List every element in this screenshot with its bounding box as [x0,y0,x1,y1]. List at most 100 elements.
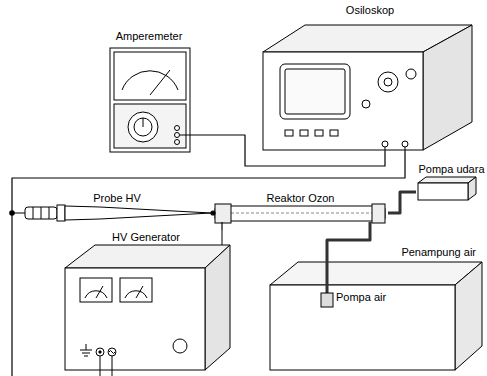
oscilloscope-part [405,147,406,151]
hv-generator-part [125,291,147,298]
device-label: Probe HV [22,192,212,205]
device-label: Pompa air [320,290,395,304]
device-label: HV Generator [60,230,232,244]
ground-wire-part [211,211,215,215]
water-tank-box: Penampung airPompa air [266,244,484,373]
oscilloscope-part [423,25,472,150]
hv-probe-part [57,205,65,221]
probe-cable [12,151,405,213]
hv-generator-part [112,356,113,376]
hv-probe-part [33,207,34,219]
water-pump [321,290,333,307]
amperemeter-symbol-part [175,133,180,138]
hv-generator-part [82,353,90,354]
device-label: Pompa udara [416,162,487,176]
water-pump-box: Pompa air [320,290,395,310]
water-tank-part [270,262,482,285]
air-pump-part [468,177,476,200]
ozone-reactor [215,204,385,223]
air-hose [388,192,416,213]
water-tank [270,262,482,370]
signal-wire [194,135,385,166]
device-label: Amperemeter [104,28,194,43]
amperemeter-symbol-part [143,118,144,127]
hv-probe-part [25,207,57,219]
oscilloscope-box: Osiloskop [262,3,478,151]
hv-generator-part [222,230,223,245]
water-tank-part [455,262,482,370]
ozone-reactor-part [215,206,385,221]
amperemeter-box: Amperemeter [104,28,194,153]
amperemeter-symbol [110,48,194,152]
hv-generator [65,230,230,376]
air-pump-part [418,183,468,200]
generator-box: HV Generator [60,230,232,373]
oscilloscope [263,25,472,151]
hv-generator-part [109,351,115,354]
ozone-reactor-part [231,213,372,214]
hv-generator-part [96,286,103,298]
hv-generator-part [65,268,205,370]
hv-generator-part [100,356,101,376]
hv-generator-part [80,278,112,302]
device-label: Osiloskop [262,3,478,17]
amperemeter-symbol-part [150,70,170,95]
ozone-reactor-part [215,204,231,223]
oscilloscope-part [330,130,338,136]
amperemeter-symbol-part [122,71,178,90]
hv-probe-part [41,207,42,219]
ground-wire-part [11,213,12,376]
oscilloscope-part [362,100,370,108]
hv-probe-part [49,207,50,219]
water-tank-part [270,285,455,370]
device-label: Penampung air [266,244,484,259]
hv-generator-part [136,286,143,298]
hv-contact [212,212,213,213]
hv-generator-part [99,351,101,353]
amperemeter-symbol-part [134,118,152,136]
oscilloscope-part [402,141,408,147]
oscilloscope-part [300,130,308,136]
oscilloscope-part [280,64,350,119]
hv-wire [221,222,222,230]
amperemeter-symbol-part [110,48,190,152]
ozone-reactor-part [372,204,385,223]
water-pump-part [321,293,333,307]
hv-generator-part [84,356,88,357]
hv-generator-part [80,350,92,351]
amperemeter-symbol-part [180,135,194,136]
air-pump-box: Pompa udara [416,162,487,202]
hv-probe [22,205,211,221]
oscilloscope-part [385,147,386,151]
oscilloscope-part [382,141,388,147]
oscilloscope-part [285,69,345,114]
oscilloscope-part [406,69,416,79]
hv-generator-part [173,339,187,353]
probe-box: Probe HV [22,192,212,222]
device-label: Reaktor Ozon [213,192,388,205]
air-pump [418,177,476,200]
oscilloscope-part [384,78,392,86]
amperemeter-symbol-part [114,104,186,148]
air-pump-part [418,177,476,183]
hv-generator-part [120,278,152,302]
water-hose [327,222,370,290]
amperemeter-symbol-part [114,52,186,100]
hv-generator-part [108,348,116,356]
hv-generator-part [86,344,87,350]
amperemeter-symbol-part [175,126,180,131]
amperemeter-symbol-part [128,112,158,142]
hv-generator-part [85,291,107,298]
hv-generator-part [96,348,104,356]
hv-probe-part [65,206,211,220]
hv-generator-part [205,245,230,370]
reactor-box: Reaktor Ozon [213,192,388,222]
oscilloscope-part [285,130,293,136]
oscilloscope-part [315,130,323,136]
oscilloscope-part [263,52,423,150]
oscilloscope-part [378,72,398,92]
amperemeter-symbol-part [175,140,180,145]
